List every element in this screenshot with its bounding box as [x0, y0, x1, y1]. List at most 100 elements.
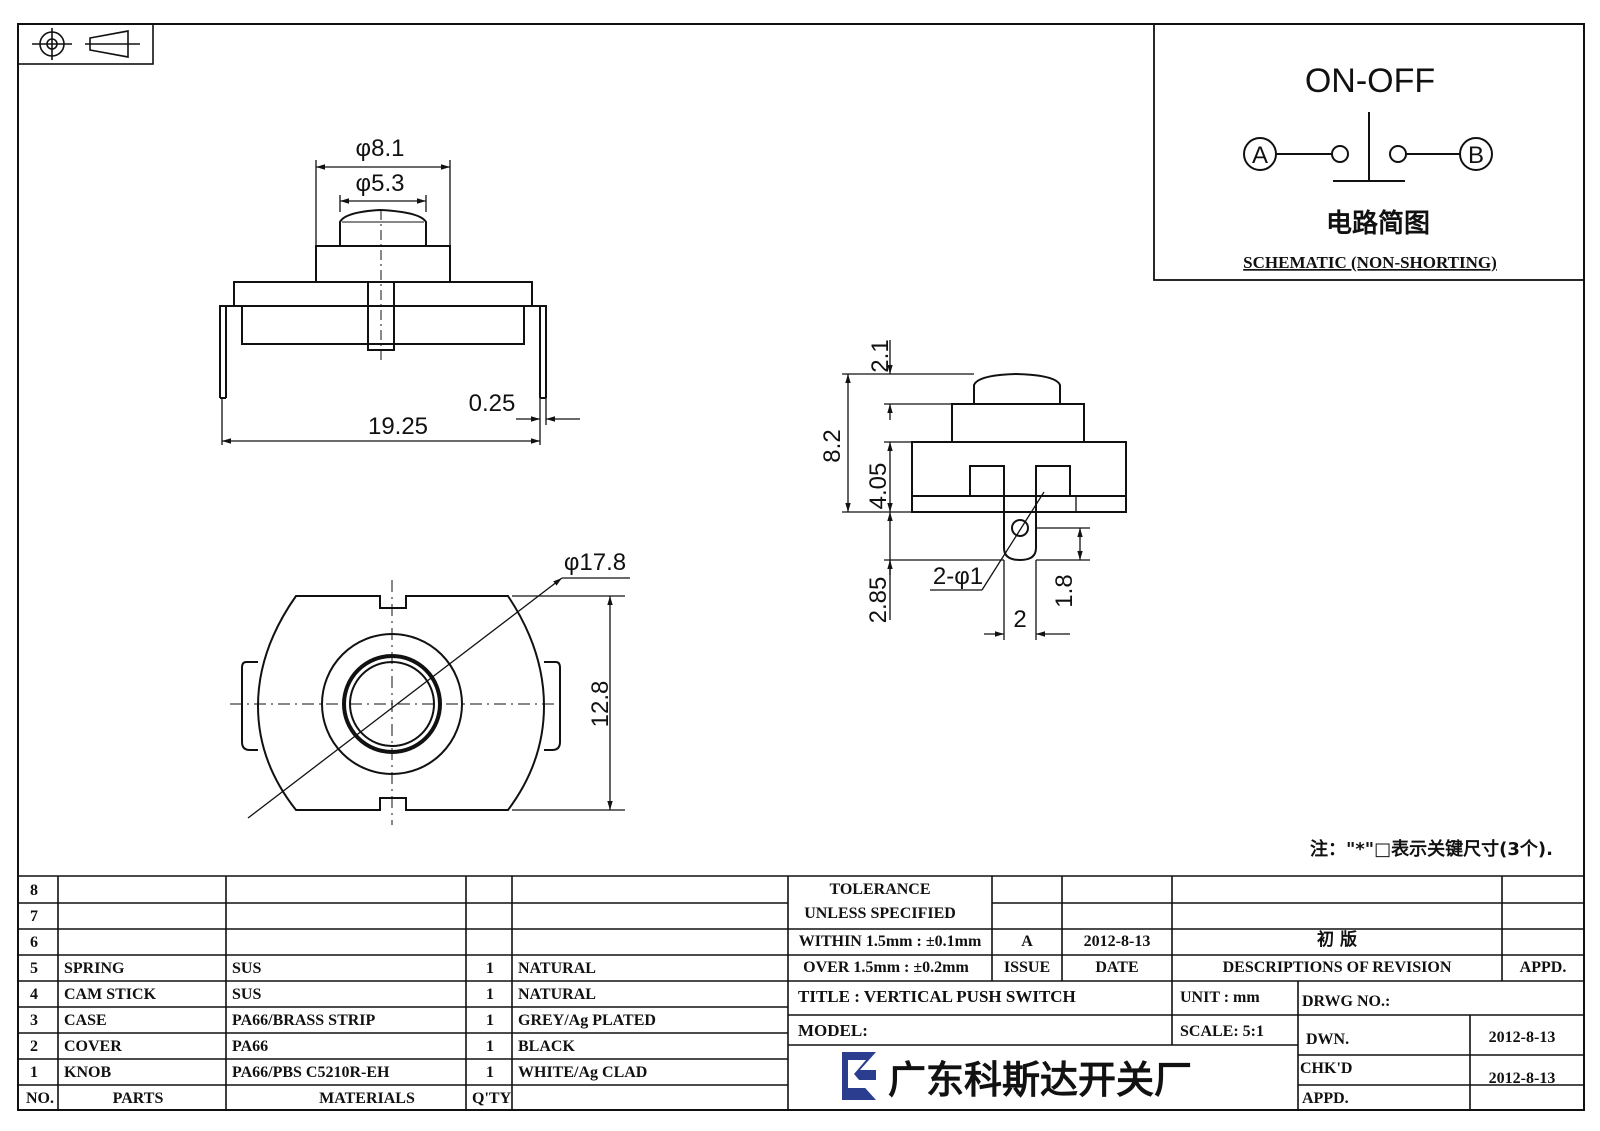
- bom-cell-qty: 1: [486, 986, 494, 1003]
- bom-header-parts: PARTS: [113, 1090, 164, 1107]
- bom-cell-no: 2: [30, 1038, 38, 1055]
- appd2-label: APPD.: [1302, 1090, 1349, 1107]
- scale-label: SCALE: 5:1: [1180, 1023, 1264, 1040]
- bom-cell-part: SPRING: [64, 960, 125, 977]
- date-label: DATE: [1095, 959, 1138, 976]
- side-collar: [951, 403, 1085, 443]
- bom-grid: [18, 875, 1584, 1110]
- dim-hole: 2-φ1: [933, 563, 983, 590]
- bom-header-qty: Q'TY: [472, 1090, 512, 1107]
- desc-label: DESCRIPTIONS OF REVISION: [1223, 959, 1452, 976]
- top-view: [230, 580, 565, 825]
- body-outline: [256, 595, 546, 811]
- knob-cap: [339, 208, 427, 246]
- drwg-no-label: DRWG NO.:: [1302, 993, 1390, 1010]
- tolerance-line-3: WITHIN 1.5mm : ±0.1mm: [799, 933, 982, 950]
- bom-cell-no: 4: [30, 986, 38, 1003]
- bom-cell-finish: NATURAL: [518, 986, 596, 1003]
- schematic-title-cn: 电路简图: [1326, 208, 1430, 239]
- company-name: 广东科斯达开关厂: [888, 1058, 1192, 1102]
- dim-pin-h: 1.8: [1051, 574, 1078, 607]
- bom-cell-finish: GREY/Ag PLATED: [518, 1012, 656, 1029]
- top-view-dimensions: [247, 577, 630, 819]
- bom-cell-part: KNOB: [64, 1064, 111, 1081]
- tolerance-line-4: OVER 1.5mm : ±0.2mm: [803, 959, 969, 976]
- drawing-border: [17, 23, 1585, 1111]
- bom-cell-material: PA66/BRASS STRIP: [232, 1012, 376, 1029]
- schematic-title-en: SCHEMATIC (NON-SHORTING): [1243, 253, 1497, 272]
- dim-pin-len: 2.85: [865, 577, 892, 624]
- side-tab-right: [544, 661, 561, 751]
- bom-cell-no: 5: [30, 960, 38, 977]
- appd-label: APPD.: [1520, 959, 1567, 976]
- dim-width: 19.25: [368, 413, 428, 440]
- bom-cell-material: SUS: [232, 986, 261, 1003]
- schematic-mode: ON-OFF: [1305, 62, 1435, 100]
- body-top: [233, 281, 533, 307]
- side-pin: [1003, 496, 1037, 562]
- bom-cell-no: 6: [30, 934, 38, 951]
- dim-d-body: φ17.8: [564, 549, 626, 576]
- dim-d-outer-cap: φ8.1: [356, 135, 405, 162]
- dwn-label: DWN.: [1306, 1031, 1349, 1048]
- front-view: [219, 208, 547, 399]
- side-view-dimensions: [842, 340, 1090, 640]
- bom-cell-no: 1: [30, 1064, 38, 1081]
- tolerance-line-1: TOLERANCE: [829, 881, 930, 898]
- knob-collar: [315, 245, 451, 283]
- bom-cell-qty: 1: [486, 960, 494, 977]
- issue-date-value: 2012-8-13: [1084, 933, 1151, 950]
- pin-hole: [1011, 519, 1029, 537]
- bom-cell-part: CASE: [64, 1012, 107, 1029]
- side-knob: [973, 372, 1061, 404]
- pin-left: [219, 305, 234, 399]
- model-label: MODEL:: [798, 1021, 868, 1040]
- bom-header-materials: MATERIALS: [319, 1090, 415, 1107]
- unit-label: UNIT : mm: [1180, 989, 1260, 1006]
- key-dimension-note: 注："*"□表示关键尺寸(3个).: [1310, 838, 1553, 860]
- dim-total-h: 8.2: [819, 429, 846, 462]
- body-lower: [241, 305, 525, 345]
- bom-cell-finish: WHITE/Ag CLAD: [518, 1064, 647, 1081]
- bom-cell-finish: NATURAL: [518, 960, 596, 977]
- pin-right: [532, 305, 547, 399]
- dwn-date: 2012-8-13: [1489, 1029, 1556, 1046]
- bom-cell-part: CAM STICK: [64, 986, 157, 1003]
- projection-symbol-icon: [17, 23, 154, 65]
- drawing-title: TITLE : VERTICAL PUSH SWITCH: [798, 987, 1076, 1006]
- issue-value: A: [1021, 933, 1033, 950]
- dim-top-h: 2.1: [867, 339, 894, 372]
- switch-symbol-icon: [1243, 112, 1493, 182]
- revision-value: 初 版: [1317, 929, 1357, 950]
- dim-d-inner-cap: φ5.3: [356, 170, 405, 197]
- bom-header-no: NO.: [26, 1090, 54, 1107]
- bom-cell-no: 7: [30, 908, 38, 925]
- issue-label: ISSUE: [1004, 959, 1050, 976]
- bom-cell-finish: BLACK: [518, 1038, 575, 1055]
- terminal-a-label: A: [1252, 142, 1268, 169]
- bom-cell-material: SUS: [232, 960, 261, 977]
- bom-cell-material: PA66: [232, 1038, 268, 1055]
- dim-base-h: 4.05: [865, 463, 892, 510]
- dim-pin-pitch: 2: [1013, 606, 1026, 633]
- company-logo-icon: [842, 1052, 876, 1100]
- side-slot: [969, 465, 1071, 496]
- chkd-label: CHK'D: [1300, 1060, 1352, 1077]
- dim-offset: 0.25: [469, 390, 516, 417]
- schematic-panel: ON-OFF A B 电路简图 SCHEMATIC (NON-SHORTING): [1153, 23, 1585, 281]
- bom-cell-qty: 1: [486, 1012, 494, 1029]
- title-block-grid: [788, 876, 1584, 1110]
- side-tab-left: [241, 661, 258, 751]
- bom-cell-part: COVER: [64, 1038, 122, 1055]
- tolerance-line-2: UNLESS SPECIFIED: [804, 905, 956, 922]
- bom-cell-qty: 1: [486, 1038, 494, 1055]
- dim-body-height: 12.8: [587, 681, 614, 728]
- front-view-dimensions: [221, 160, 580, 445]
- side-view: [911, 372, 1127, 562]
- terminal-b-label: B: [1468, 142, 1484, 169]
- chkd-date: 2012-8-13: [1489, 1070, 1556, 1087]
- side-body: [911, 441, 1127, 513]
- bom-cell-no: 3: [30, 1012, 38, 1029]
- bom-cell-no: 8: [30, 882, 38, 899]
